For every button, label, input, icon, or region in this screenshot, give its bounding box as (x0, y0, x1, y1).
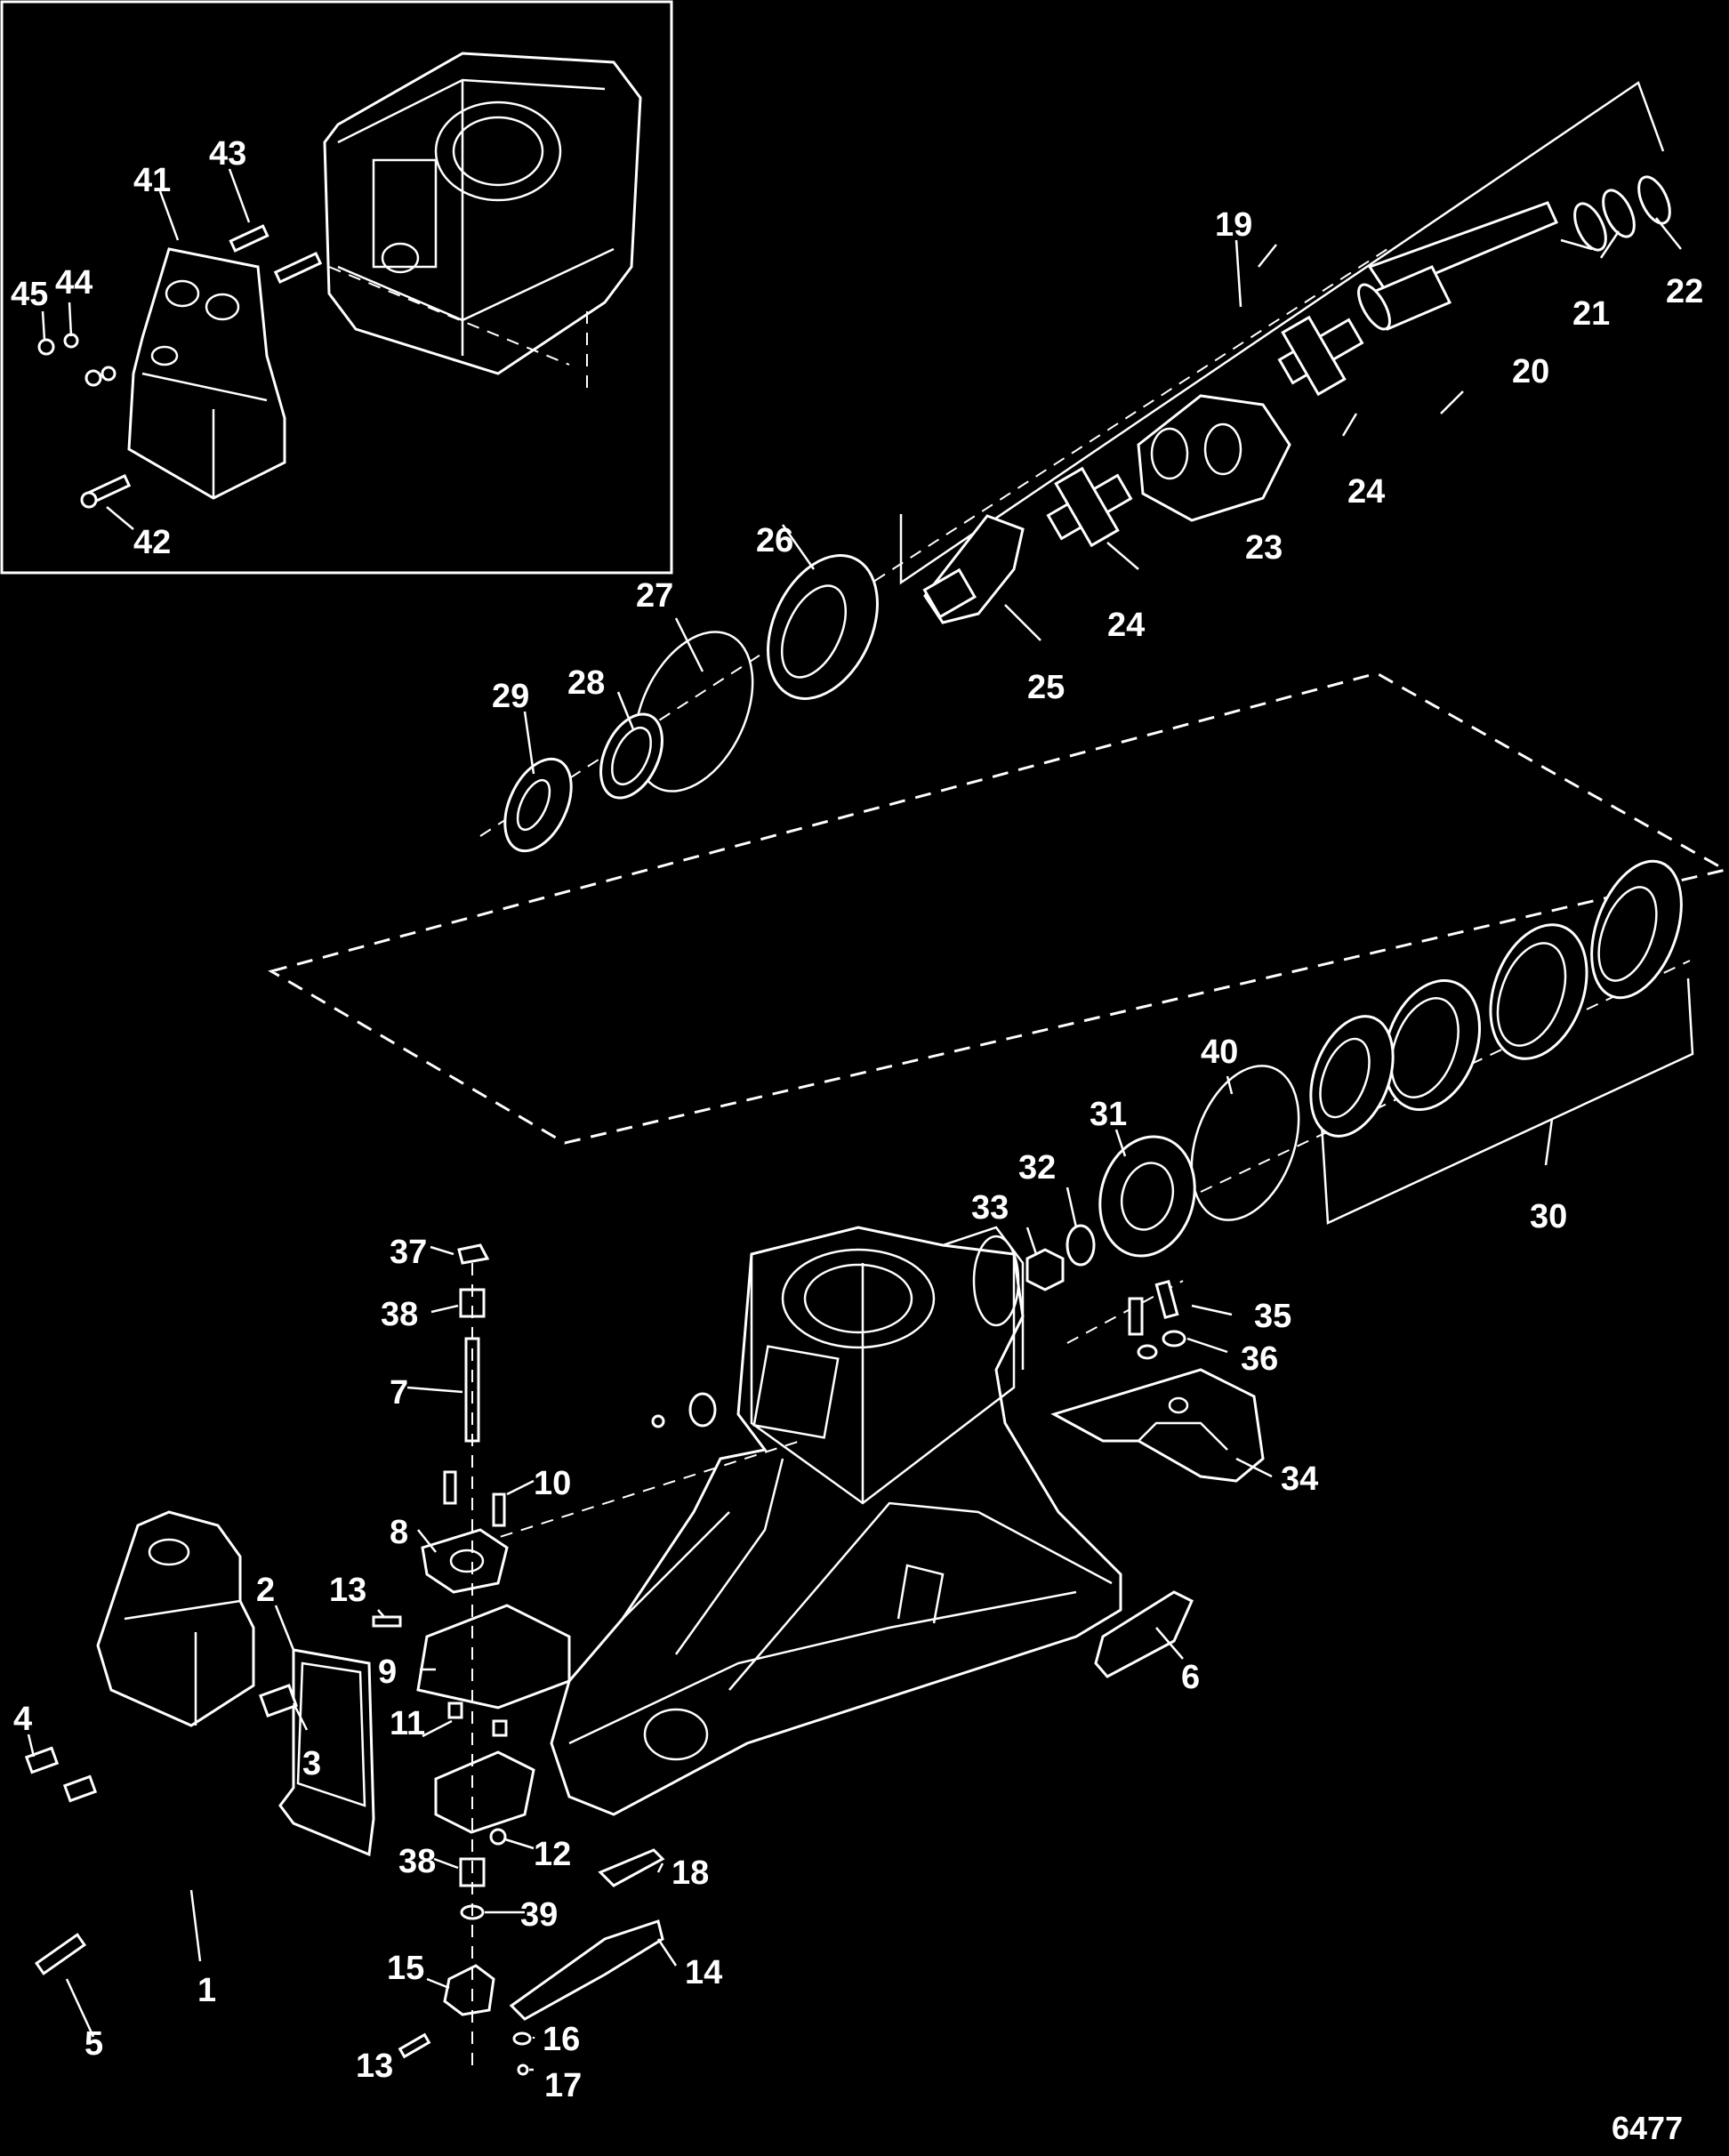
callout-30: 30 (1530, 1198, 1567, 1235)
callout-44: 44 (55, 264, 92, 302)
callout-17: 17 (544, 2067, 582, 2104)
callout-45: 45 (11, 276, 48, 313)
callout-29: 29 (492, 678, 529, 715)
callout-38a: 38 (381, 1296, 418, 1333)
callout-8: 8 (390, 1514, 408, 1551)
callout-13a: 13 (329, 1572, 366, 1609)
callout-36: 36 (1241, 1340, 1278, 1378)
callout-40: 40 (1201, 1034, 1238, 1071)
callout-25: 25 (1027, 669, 1065, 706)
callout-26: 26 (756, 522, 793, 559)
callout-3: 3 (302, 1745, 321, 1782)
callout-38b: 38 (398, 1843, 436, 1880)
part-6-pad: 6 (1094, 1590, 1200, 1696)
callout-4: 4 (13, 1701, 32, 1738)
callout-2: 2 (256, 1572, 275, 1609)
callout-19: 19 (1215, 206, 1252, 244)
inset-part-41-bracket (127, 247, 286, 500)
callout-15: 15 (387, 1950, 424, 1987)
inset-part-43-pins (229, 224, 323, 284)
callout-20: 20 (1512, 353, 1549, 390)
callout-14: 14 (685, 1954, 722, 1991)
callout-6: 6 (1181, 1659, 1200, 1696)
callout-23: 23 (1245, 529, 1283, 567)
callout-39: 39 (520, 1896, 558, 1934)
callout-35: 35 (1254, 1298, 1291, 1335)
callout-31: 31 (1090, 1096, 1127, 1133)
shift-linkage: 37 38 7 10 8 13 9 11 12 38 39 18 14 15 1… (329, 1234, 722, 2104)
cover-and-gasket: 2 3 4 1 5 (13, 1510, 375, 2063)
inset-housing (323, 52, 642, 391)
callout-24b: 24 (1107, 607, 1145, 644)
dashed-parallelogram (268, 672, 1729, 1145)
callout-37: 37 (390, 1234, 427, 1271)
callout-7: 7 (390, 1374, 408, 1412)
inset-detail: 41 43 44 45 42 (0, 0, 673, 575)
callout-11: 11 (390, 1705, 425, 1742)
callout-27: 27 (636, 577, 673, 615)
callout-43: 43 (209, 135, 246, 173)
inset-part-42-bolt (80, 474, 132, 509)
bearing-assembly-30: 30 40 31 32 33 (971, 859, 1694, 1291)
callout-10: 10 (534, 1465, 571, 1502)
main-gear-housing (479, 1226, 1184, 1816)
callout-22: 22 (1666, 273, 1703, 310)
callout-18: 18 (671, 1854, 709, 1892)
figure-number: 6477 (1612, 2110, 1683, 2146)
callout-33: 33 (971, 1189, 1009, 1227)
inset-frame (0, 0, 673, 575)
callout-21: 21 (1572, 295, 1610, 333)
callout-16: 16 (543, 2021, 580, 2058)
callout-32: 32 (1018, 1149, 1056, 1187)
callout-34: 34 (1281, 1460, 1318, 1498)
callout-28: 28 (567, 664, 605, 702)
callout-1: 1 (197, 1972, 216, 2009)
callout-13b: 13 (356, 2047, 393, 2085)
callout-42: 42 (133, 524, 171, 561)
callout-41: 41 (133, 162, 171, 199)
part-34-cover: 35 36 34 (1050, 1279, 1318, 1498)
drive-shaft-assembly-19: 19 20 21 22 24 23 24 25 26 27 28 29 (479, 81, 1703, 853)
callout-9: 9 (378, 1653, 397, 1691)
callout-12: 12 (534, 1836, 571, 1873)
inset-parts-44-45-hardware (37, 333, 117, 387)
callout-24a: 24 (1347, 473, 1385, 511)
callout-5: 5 (84, 2025, 103, 2063)
